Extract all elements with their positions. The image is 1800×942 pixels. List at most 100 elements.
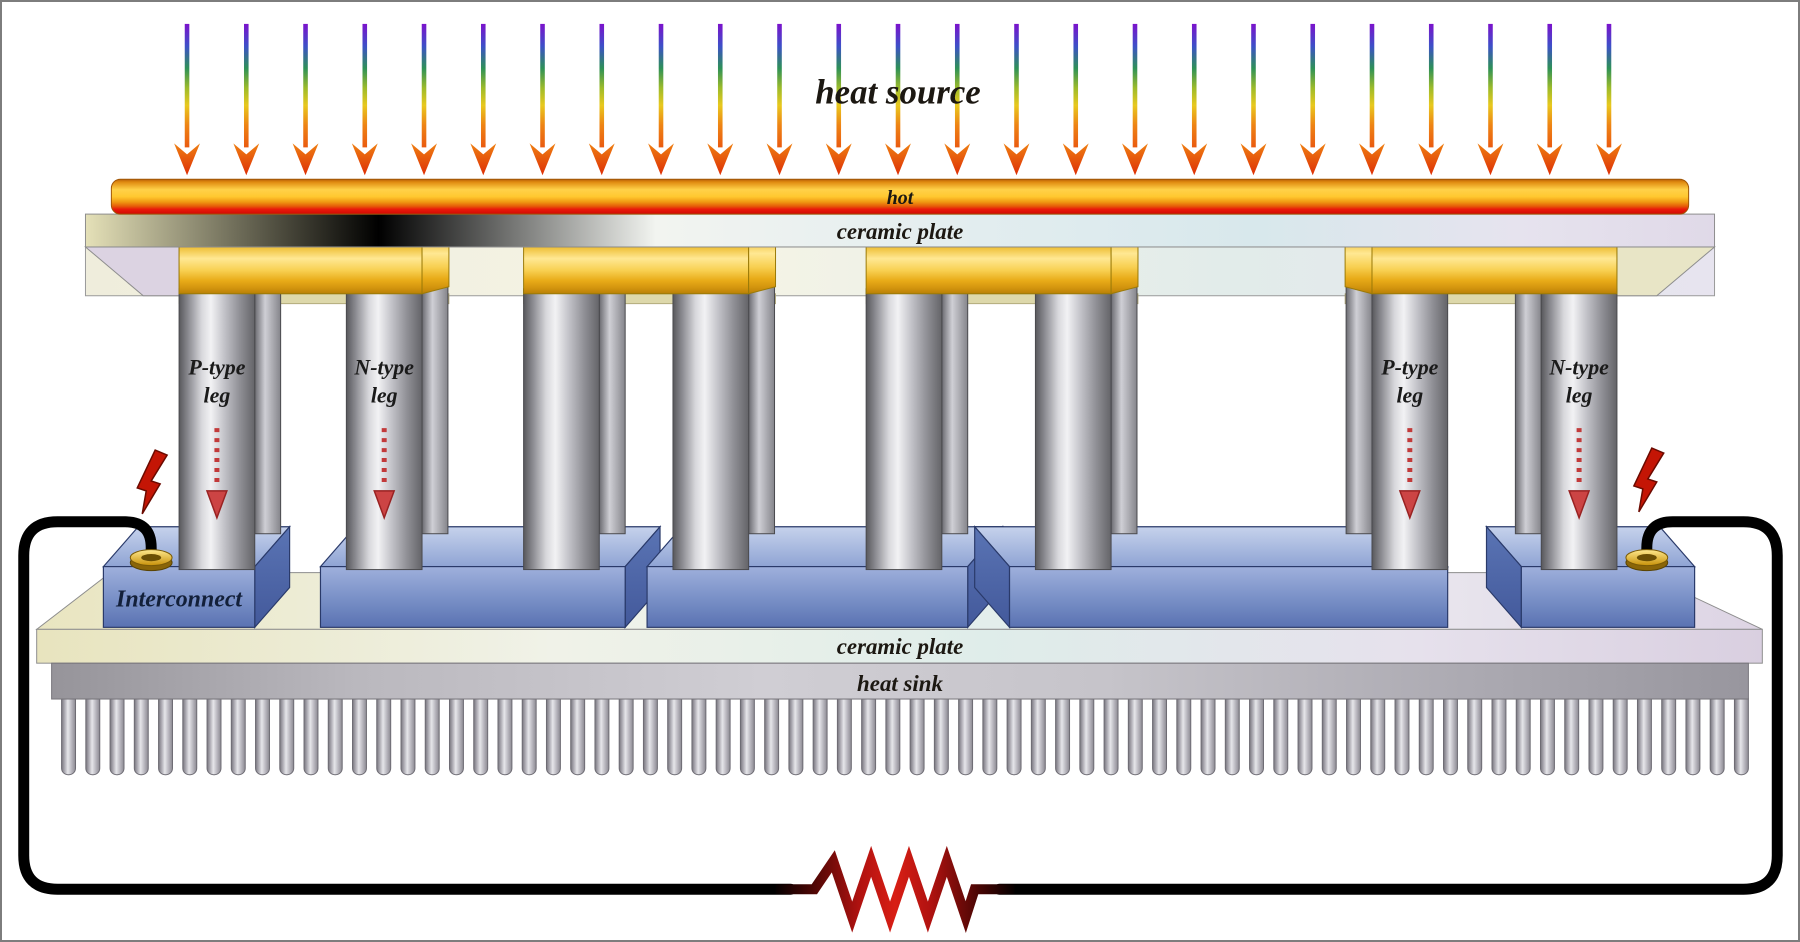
heat-arrow-shaft: [362, 23, 368, 148]
heat-sink-fin: [206, 692, 222, 776]
teg-leg-back: [421, 252, 449, 535]
interconnect-front-face: [102, 565, 256, 628]
heat-sink-fin: [570, 692, 586, 776]
heat-sink-fin: [1030, 692, 1046, 776]
heat-sink-fin: [400, 692, 416, 776]
heat-sink-fin: [1152, 692, 1168, 776]
heat-arrow-head: [1181, 143, 1208, 176]
teg-leg-back: [1110, 252, 1138, 535]
current-arrow-head: [1398, 490, 1421, 520]
heat-sink-fin: [1297, 692, 1313, 776]
interconnect-front-face: [1520, 565, 1696, 628]
bottom-ceramic-plate-label: ceramic plate: [837, 634, 964, 659]
interconnect-front-face: [319, 565, 626, 628]
load-resistor: [775, 845, 1015, 933]
heat-sink-fin: [1733, 692, 1749, 776]
heat-sink-fin: [1055, 692, 1071, 776]
heat-arrow-head: [470, 143, 497, 176]
heat-arrow-shaft: [599, 23, 605, 148]
heat-arrow-head: [1299, 143, 1326, 176]
heat-sink-fin: [1443, 692, 1458, 776]
teg-leg-back: [254, 252, 282, 535]
back-row-legs: [254, 252, 1542, 535]
heat-arrow-head: [351, 143, 378, 176]
heat-sink-fin: [182, 692, 198, 776]
heat-arrow-head: [1477, 143, 1504, 176]
top-electrode: [178, 246, 423, 295]
heat-arrow-shaft: [303, 23, 308, 148]
heat-arrow-shaft: [895, 23, 901, 148]
heat-arrow-shaft: [184, 23, 190, 148]
heat-arrow-shaft: [954, 23, 960, 148]
leg-type-label: N-type: [1548, 354, 1609, 379]
heat-arrow-shaft: [1428, 23, 1434, 148]
heat-sink-fin: [933, 692, 949, 776]
heat-arrow-shaft: [1369, 23, 1375, 148]
heat-sink-fin: [1491, 692, 1507, 776]
heat-sink-fin: [764, 692, 780, 776]
external-circuit: [18, 516, 1783, 933]
heat-sink-fin: [1661, 692, 1677, 776]
teg-leg: [523, 288, 600, 571]
teg-leg-back: [598, 252, 626, 535]
heat-sink-fin: [739, 692, 755, 776]
heat-flux-arrows: [174, 23, 1622, 176]
heat-sink-fin: [1636, 692, 1652, 776]
heat-arrow-head: [944, 143, 971, 176]
heat-arrow-shaft: [836, 23, 842, 148]
heat-sink-fin: [1006, 692, 1022, 776]
heat-sink-body: [51, 662, 1749, 700]
heat-sink-fin: [158, 692, 173, 776]
heat-arrow-head: [292, 143, 319, 176]
heat-sink-fin: [1346, 692, 1361, 776]
heat-sink-fin: [885, 692, 901, 776]
heat-arrow-head: [1240, 143, 1267, 176]
heat-sink-fin: [1224, 692, 1240, 776]
heat-sink-fin: [376, 692, 392, 776]
terminal-hole: [141, 554, 162, 562]
heat-arrow-head: [1596, 143, 1622, 176]
heat-arrow-head: [1122, 143, 1148, 176]
heat-sink-fin: [1564, 692, 1580, 776]
leg-label: leg: [1396, 382, 1423, 407]
leg-type-label: N-type: [353, 354, 414, 379]
heat-sink-fin: [109, 692, 125, 776]
heat-sink-fin: [352, 692, 367, 776]
current-arrow-head: [205, 490, 228, 520]
teg-leg-back: [1345, 252, 1373, 535]
heat-arrow-shaft: [717, 23, 723, 148]
heat-arrow-head: [885, 143, 911, 176]
heat-sink-fin: [1249, 692, 1264, 776]
heat-arrow-shaft: [540, 23, 545, 148]
heat-arrow-head: [1062, 143, 1089, 176]
heat-arrow-head: [588, 143, 615, 176]
heat-sink-fin: [788, 692, 804, 776]
heat-arrow-shaft: [1488, 23, 1493, 148]
top-electrode-back: [1344, 239, 1373, 295]
interconnect-label: Interconnect: [115, 586, 243, 612]
circuit-wire-right: [994, 516, 1783, 895]
heat-sink-fin: [861, 692, 877, 776]
heat-sink-fin: [279, 692, 295, 776]
heat-sink-fin: [424, 692, 440, 776]
heat-sink-fin: [982, 692, 998, 776]
heat-arrow-head: [411, 143, 437, 176]
leg-type-label: P-type: [1380, 354, 1438, 379]
top-electrode-back: [748, 239, 777, 295]
heat-sink-fin: [1685, 692, 1701, 776]
terminal-hole: [1636, 554, 1657, 562]
heat-arrow-shaft: [243, 23, 249, 148]
heat-sink-fin: [1709, 692, 1725, 776]
heat-arrow-shaft: [421, 23, 427, 148]
leg-label: leg: [204, 382, 231, 407]
heat-sink-fin: [715, 692, 731, 776]
heat-arrow-head: [648, 143, 674, 176]
heat-sink-fin: [958, 692, 974, 776]
heat-sink-fin: [1079, 692, 1095, 776]
heat-arrow-shaft: [1251, 23, 1256, 148]
top-ceramic-plate: [84, 213, 1716, 248]
heat-sink-fin: [691, 692, 707, 776]
heat-sink-fin: [1418, 692, 1434, 776]
teg-leg: [672, 288, 750, 571]
